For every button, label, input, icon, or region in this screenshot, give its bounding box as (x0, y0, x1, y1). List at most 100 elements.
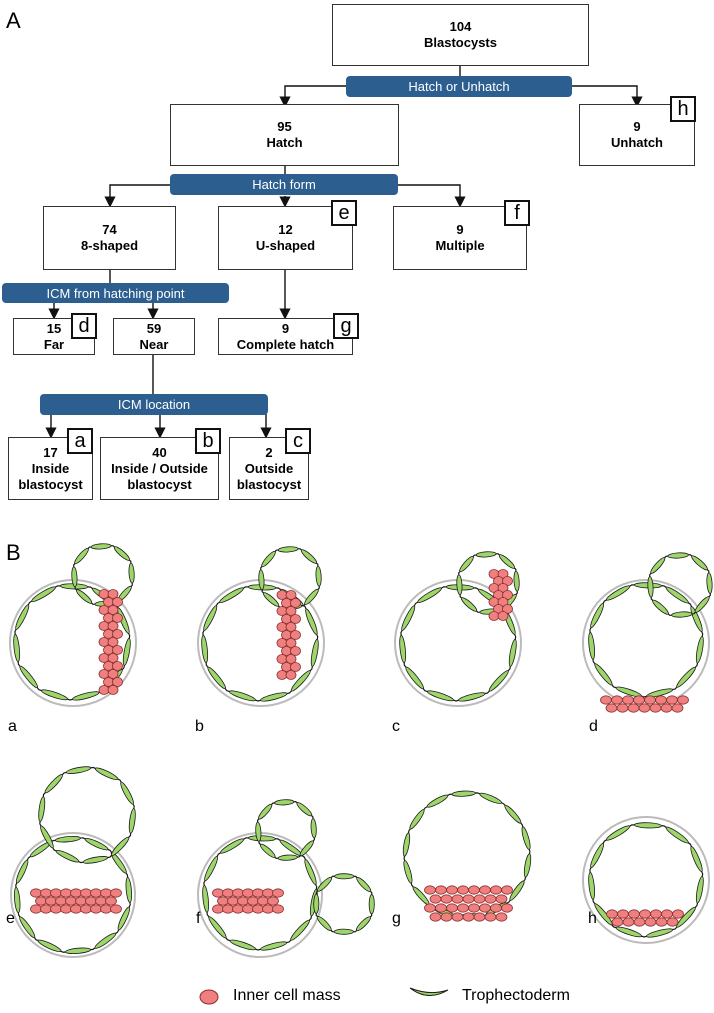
icm-cell (490, 885, 502, 895)
icm-cell (98, 685, 110, 695)
trophectoderm-cell (13, 633, 21, 663)
trophectoderm-cell (498, 554, 515, 569)
icm-cell (606, 909, 618, 919)
trophectoderm-cell (594, 663, 613, 686)
trophectoderm-cell (13, 887, 21, 914)
trophectoderm-cell (590, 603, 604, 629)
illustration-f (197, 799, 375, 958)
blastocyst-outline (15, 837, 131, 953)
node-label: Complete hatch (236, 336, 335, 352)
illustration-label-e: e (6, 910, 15, 927)
icm-cell (100, 904, 112, 914)
trophectoderm-cell (290, 919, 310, 941)
icm-cell (276, 670, 288, 680)
icm-cell (30, 888, 42, 898)
icm-cell (281, 630, 292, 640)
icm-cell (473, 912, 486, 922)
trophectoderm-cell (368, 894, 375, 915)
icm-cell (107, 605, 119, 615)
trophectoderm-cell (605, 825, 631, 841)
trophectoderm-cell (650, 557, 666, 574)
icm-cell (112, 677, 123, 687)
trophectoderm-cell (55, 849, 80, 863)
icm-cell (650, 909, 662, 919)
icm-cell (112, 613, 123, 623)
icm-cell (103, 613, 114, 623)
node-count: 104 (449, 19, 472, 34)
icm-cell (98, 637, 110, 647)
icm-cell (50, 904, 62, 914)
zona-pellucida (10, 832, 136, 958)
trophectoderm-cell (274, 799, 295, 806)
icm-cell (616, 703, 629, 713)
icm-cell (446, 885, 458, 895)
icm-cell (262, 888, 274, 898)
trophectoderm-cell (54, 835, 81, 843)
trophectoderm-cell (19, 665, 38, 689)
icm-cell (661, 909, 673, 919)
node-label: Unhatch (611, 135, 663, 150)
trophectoderm-cell (44, 774, 64, 794)
icm-cell (103, 677, 114, 687)
trophectoderm-cell (207, 666, 226, 690)
trophectoderm-cell (120, 781, 134, 805)
node-count: 17 (43, 444, 58, 460)
trophectoderm-cell (310, 638, 319, 667)
trophectoderm-cell (37, 939, 62, 953)
icm-cell (276, 638, 288, 648)
icm-cell (103, 645, 114, 655)
trophectoderm-cell (317, 876, 333, 892)
node-complete-hatch: 9 Complete hatch (218, 318, 353, 355)
trophectoderm-cell (691, 555, 708, 571)
trophectoderm-cell (647, 576, 654, 598)
trophectoderm-cell (72, 691, 100, 701)
illustration-g (402, 790, 532, 922)
bar-hatch-form: Hatch form (170, 174, 398, 195)
icm-cell (655, 695, 667, 705)
icm-cell (281, 614, 292, 624)
illustration-label-a: a (8, 718, 17, 735)
trophectoderm-cell (427, 690, 454, 702)
node-count: 59 (146, 320, 162, 336)
node-count: 9 (281, 320, 290, 336)
node-count: 40 (152, 444, 167, 460)
trophectoderm-cell (19, 916, 36, 939)
icm-cell (80, 888, 92, 898)
trophectoderm-cell (694, 596, 710, 613)
icm-cell (242, 904, 254, 914)
trophectoderm-cell (117, 906, 131, 931)
icm-cell (30, 904, 42, 914)
icm-cell (212, 888, 224, 898)
icm-cell (666, 917, 679, 927)
node-count: 74 (102, 222, 117, 237)
legend-trophectoderm-label: Trophectoderm (462, 987, 570, 1004)
icm-cell (457, 903, 469, 913)
icm-cell (252, 904, 264, 914)
node-count: 9 (633, 119, 641, 134)
trophectoderm-cell (459, 556, 474, 573)
icm-cell (98, 621, 110, 631)
trophectoderm-cell (128, 562, 135, 584)
icm-cell (35, 896, 47, 906)
icm-cell (272, 888, 284, 898)
trophectoderm-cell (356, 877, 372, 893)
icm-cell (232, 888, 244, 898)
node-count: 95 (277, 119, 292, 134)
icm-cell (60, 904, 72, 914)
icm-cell (50, 888, 62, 898)
trophectoderm-cell (594, 903, 613, 926)
trophectoderm-cell (671, 611, 693, 618)
node-count: 15 (46, 320, 62, 336)
icm-cell (495, 894, 508, 904)
icm-cell (257, 896, 269, 906)
trophectoderm-cell (122, 637, 131, 666)
illustration-label-h: h (588, 910, 597, 927)
trophectoderm-cell (258, 569, 265, 591)
icm-cell (55, 896, 67, 906)
trophectoderm-cell (479, 792, 502, 804)
trophectoderm-cell (277, 546, 299, 553)
icm-cell (98, 605, 110, 615)
icm-cell (644, 917, 657, 927)
node-label: U-shaped (255, 238, 316, 253)
